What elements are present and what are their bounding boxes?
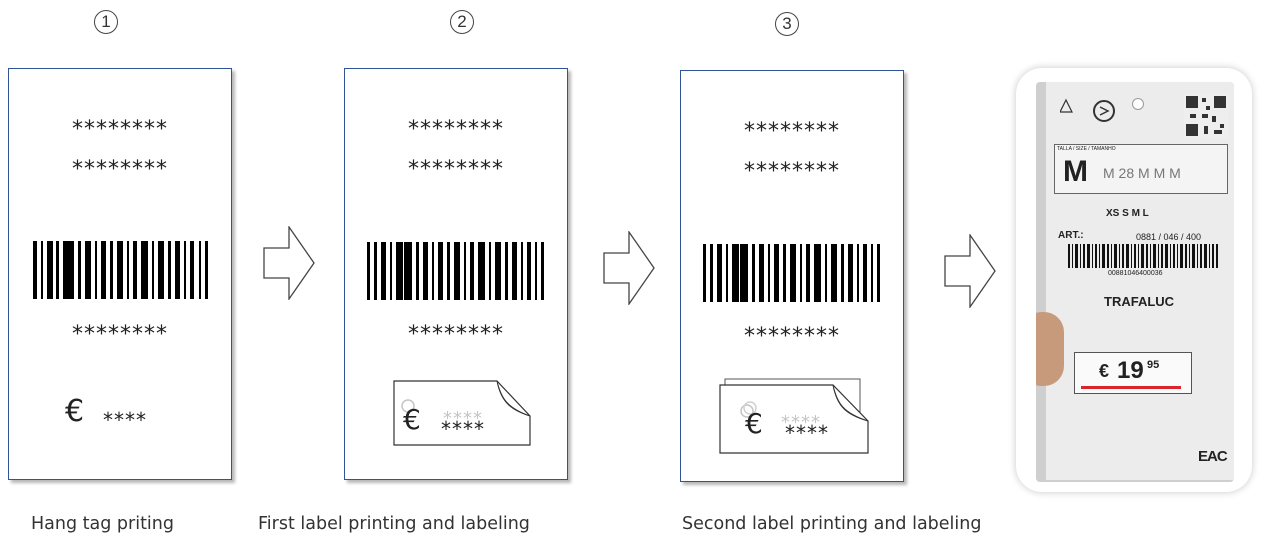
price-sticker-icon [393, 380, 531, 446]
price-cents: 95 [1147, 359, 1160, 371]
tag-stars-bottom: ******** [72, 322, 168, 347]
barcode-number: 00881046400036 [1108, 270, 1163, 277]
caption-step-2: First label printing and labeling [258, 514, 530, 534]
price-sticker: € 19 95 [1074, 352, 1192, 394]
tag-stars-bottom: ******** [744, 324, 840, 349]
price-stars: **** [441, 417, 485, 441]
euro-symbol: € [403, 403, 421, 436]
caption-step-1: Hang tag priting [31, 514, 174, 534]
art-number: 0881 / 046 / 400 [1136, 232, 1202, 242]
recycle-icon [1060, 98, 1115, 122]
tag-stars-bottom: ******** [408, 322, 504, 347]
barcode-icon [703, 244, 880, 302]
price-underline [1081, 386, 1181, 389]
ghost-price-stars: **** [781, 412, 821, 433]
tag-stars-top: ******** [408, 117, 504, 142]
arrow-right-icon [603, 231, 655, 305]
hang-tag-step-3: ******** ******** ******** **** € **** [680, 70, 904, 482]
size-scale: XS S M L [1106, 208, 1149, 219]
price-sticker-icon [719, 378, 869, 454]
price-currency: € [1099, 361, 1110, 381]
price-main: 19 [1117, 357, 1144, 384]
brand-name: TRAFALUC [1104, 294, 1175, 309]
tag-stars-mid: ******** [408, 157, 504, 182]
arrow-right-icon [263, 226, 315, 300]
size-table: TALLA / SIZE / TAMANHO M M 28 M M M [1054, 144, 1228, 194]
price-stars: **** [103, 408, 147, 432]
barcode-icon [33, 241, 208, 299]
eac-mark: EAC [1198, 448, 1228, 465]
barcode-icon [1068, 244, 1218, 268]
tag-stars-top: ******** [72, 117, 168, 142]
step-2-number: 2 [450, 10, 474, 34]
qr-code-icon [1184, 94, 1228, 138]
caption-step-3: Second label printing and labeling [682, 514, 982, 534]
arrow-right-icon [944, 234, 996, 308]
thumb [1036, 312, 1064, 386]
size-row: M 28 M M M [1103, 165, 1181, 181]
tag-stars-mid: ******** [72, 157, 168, 182]
size-header: TALLA / SIZE / TAMANHO [1057, 146, 1116, 152]
hang-tag-photo: TALLA / SIZE / TAMANHO M M 28 M M M XS S… [1036, 82, 1234, 482]
tag-stars-mid: ******** [744, 159, 840, 184]
ghost-price-stars: **** [443, 408, 483, 429]
barcode-icon [367, 242, 544, 300]
hang-tag-step-1: ******** ******** ******** € **** [8, 68, 232, 480]
tag-stars-top: ******** [744, 119, 840, 144]
size-big: M [1063, 155, 1088, 188]
hang-tag-step-2: ******** ******** ******** **** € **** [344, 68, 568, 480]
price-stars: **** [785, 421, 829, 445]
euro-symbol: € [65, 394, 85, 429]
photo-tag-card: TALLA / SIZE / TAMANHO M M 28 M M M XS S… [1046, 82, 1234, 480]
step-3-number: 3 [775, 12, 799, 36]
art-label: ART.: [1058, 230, 1084, 241]
hang-hole [1132, 98, 1144, 110]
step-1-number: 1 [94, 10, 118, 34]
euro-symbol: € [745, 407, 763, 440]
